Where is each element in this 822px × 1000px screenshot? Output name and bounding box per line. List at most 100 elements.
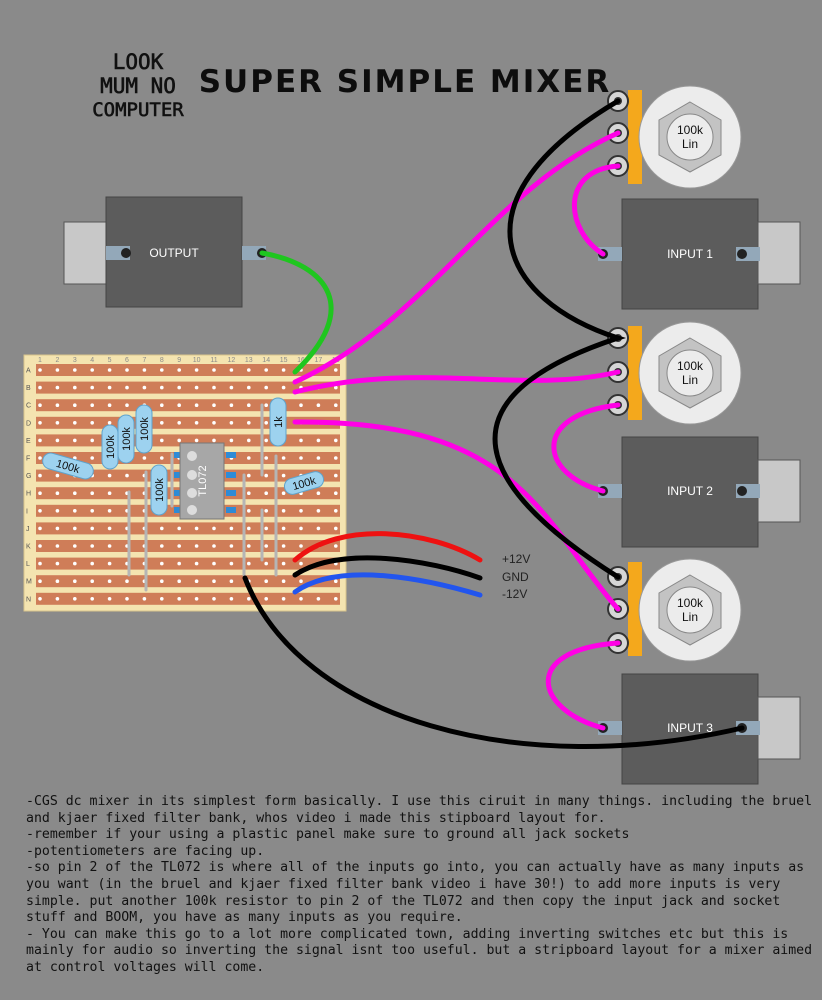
column-label: 6: [125, 357, 129, 364]
strip-hole: [212, 579, 216, 583]
strip-hole: [229, 368, 234, 372]
strip-hole: [160, 597, 164, 601]
strip-hole: [90, 368, 94, 372]
strip-hole: [299, 579, 303, 583]
strip-hole: [299, 561, 303, 566]
strip-hole: [73, 403, 77, 408]
strip-hole: [247, 561, 251, 566]
strip-hole: [55, 421, 60, 425]
input1-jack-label: INPUT 1: [667, 247, 713, 261]
note-item: -potentiometers are facing up.: [26, 843, 265, 859]
strip-hole: [55, 561, 60, 566]
strip-hole: [90, 526, 94, 531]
strip-hole: [177, 579, 181, 583]
strip-hole: [264, 544, 269, 548]
strip-hole: [55, 473, 60, 478]
strip-hole: [334, 491, 338, 496]
strip-hole: [90, 385, 94, 390]
strip-hole: [247, 509, 251, 513]
strip-hole: [73, 561, 77, 566]
strip-hole: [73, 579, 77, 583]
column-label: 14: [262, 357, 270, 364]
strip-row: [36, 364, 340, 376]
strip-hole: [264, 385, 269, 390]
strip-hole: [247, 597, 251, 601]
strip-hole: [90, 544, 94, 548]
pot-1: 100k Lin: [607, 85, 742, 189]
strip-hole: [160, 368, 164, 372]
strip-hole: [194, 421, 199, 425]
strip-hole: [38, 597, 42, 601]
r5-label: 100k: [154, 478, 166, 502]
column-label: 8: [160, 357, 164, 364]
strip-hole: [247, 526, 251, 531]
strip-hole: [229, 544, 234, 548]
strip-hole: [212, 368, 216, 372]
wire-black-chain: [492, 98, 627, 580]
strip-hole: [229, 421, 234, 425]
strip-hole: [160, 385, 164, 390]
strip-hole: [125, 579, 129, 583]
resistor-r7: 1k: [269, 397, 287, 447]
mixer-diagram: LOOK MUM NO COMPUTER SUPER SIMPLE MIXER …: [23, 50, 801, 785]
strip-hole: [334, 526, 338, 531]
strip-hole: [299, 597, 303, 601]
r7-label: 1k: [273, 416, 285, 428]
note-item: -so pin 2 of the TL072 is where all of t…: [26, 860, 813, 926]
column-label: 9: [177, 357, 181, 364]
wire-green: [259, 250, 334, 375]
strip-hole: [38, 368, 42, 372]
logo-line3: COMPUTER: [92, 99, 184, 121]
strip-hole: [264, 491, 269, 496]
strip-hole: [38, 421, 42, 425]
strip-hole: [142, 456, 147, 460]
strip-hole: [90, 561, 94, 566]
input2-jack-label: INPUT 2: [667, 484, 713, 498]
strip-hole: [55, 385, 60, 390]
strip-hole: [264, 456, 269, 460]
wire-magenta-in3: [545, 640, 621, 731]
input1-jack: INPUT 1: [598, 198, 801, 310]
strip-hole: [316, 456, 321, 460]
strip-hole: [229, 561, 234, 566]
strip-row: [36, 540, 340, 552]
strip-hole: [107, 579, 112, 583]
row-label: N: [26, 596, 31, 603]
strip-row: [36, 592, 340, 605]
strip-hole: [264, 438, 269, 443]
strip-hole: [194, 544, 199, 548]
strip-hole: [107, 597, 112, 601]
input2-jack: INPUT 2: [598, 436, 801, 548]
strip-hole: [281, 526, 286, 531]
row-label: L: [26, 561, 30, 568]
page-title: SUPER SIMPLE MIXER: [199, 64, 612, 100]
wire-black-gnd: [242, 575, 745, 750]
strip-hole: [281, 491, 286, 496]
strip-hole: [194, 385, 199, 390]
strip-hole: [73, 368, 77, 372]
strip-hole: [299, 509, 303, 513]
strip-hole: [107, 526, 112, 531]
strip-hole: [55, 526, 60, 531]
strip-hole: [316, 438, 321, 443]
strip-hole: [194, 579, 199, 583]
strip-hole: [38, 456, 42, 460]
strip-hole: [160, 421, 164, 425]
strip-hole: [299, 526, 303, 531]
strip-hole: [107, 491, 112, 496]
strip-hole: [73, 544, 77, 548]
row-label: H: [26, 491, 31, 498]
strip-hole: [38, 491, 42, 496]
wire-magenta-in1: [571, 163, 621, 257]
strip-hole: [229, 385, 234, 390]
strip-hole: [107, 473, 112, 478]
strip-hole: [90, 509, 94, 513]
pot-2-value: 100k: [677, 359, 704, 373]
strip-hole: [55, 438, 60, 443]
wire-magenta-in2: [551, 402, 621, 494]
strip-hole: [38, 579, 42, 583]
row-label: I: [26, 508, 28, 515]
strip-hole: [212, 438, 216, 443]
strip-hole: [90, 456, 94, 460]
column-label: 1: [38, 357, 42, 364]
